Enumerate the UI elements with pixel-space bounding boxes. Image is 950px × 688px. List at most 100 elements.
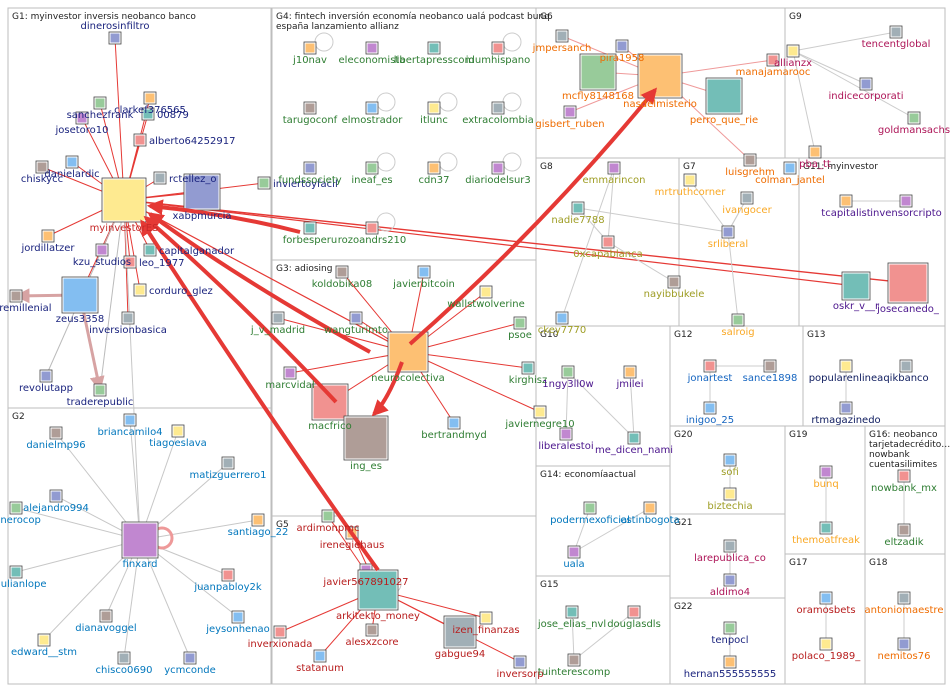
node-gabgue94[interactable] (443, 615, 477, 649)
node-matizguerrero1[interactable] (221, 456, 235, 470)
node-manajamarooc[interactable] (766, 53, 780, 67)
node-revolutapp[interactable] (39, 369, 53, 383)
node-pira1958[interactable] (615, 39, 629, 53)
node-javierbitcoin[interactable] (417, 265, 431, 279)
node-forbesperu[interactable] (303, 221, 317, 235)
node-ycmconde[interactable] (183, 651, 197, 665)
node-sofi[interactable] (723, 453, 737, 467)
node-pobremillenial[interactable] (9, 289, 23, 303)
node-alesxzcore[interactable] (365, 623, 379, 637)
node-xabpmurcia[interactable] (183, 173, 221, 211)
node-psoe[interactable] (513, 316, 527, 330)
node-fundssociety[interactable] (303, 161, 317, 175)
node-00879[interactable] (141, 107, 155, 121)
node-j_v_madrid[interactable] (271, 311, 285, 325)
node-nowbank_mx[interactable] (897, 469, 911, 483)
node-arkitekto_money[interactable] (357, 569, 399, 611)
node-podermexoficial[interactable] (583, 501, 597, 515)
node-aldimo4[interactable] (723, 573, 737, 587)
node-itlunc[interactable] (427, 101, 441, 115)
node-juanpabloy2k[interactable] (221, 568, 235, 582)
node-srliberal[interactable] (721, 225, 735, 239)
node-antoniomaestre[interactable] (897, 591, 911, 605)
node-sanchezfrank[interactable] (93, 96, 107, 110)
node-diariodelsur3[interactable] (491, 161, 505, 175)
node-goldmansachs[interactable] (907, 111, 921, 125)
node-santiago_22[interactable] (251, 513, 265, 527)
node-izen_finanzas[interactable] (479, 611, 493, 625)
node-wangturimto[interactable] (349, 311, 363, 325)
node-kzu_studios[interactable] (95, 243, 109, 257)
node-uala[interactable] (567, 545, 581, 559)
node-eltzadik[interactable] (897, 523, 911, 537)
node-dinerocop[interactable] (9, 501, 23, 515)
node-liberalestoi[interactable] (559, 427, 573, 441)
node-j10nav[interactable] (303, 41, 317, 55)
node-salroig[interactable] (731, 313, 745, 327)
node-javiernegre10[interactable] (533, 405, 547, 419)
node-biztechia[interactable] (723, 487, 737, 501)
node-kirghisz[interactable] (521, 361, 535, 375)
node-ing_es[interactable] (343, 415, 389, 461)
node-edward__stm[interactable] (37, 633, 51, 647)
node-mrtruthcorner[interactable] (683, 173, 697, 187)
node-popularenlinea[interactable] (839, 359, 853, 373)
node-briancamilo4[interactable] (123, 413, 137, 427)
node-extracolombia[interactable] (491, 101, 505, 115)
node-larepublica_co[interactable] (723, 539, 737, 553)
node-nemitos76[interactable] (897, 637, 911, 651)
node-jmilei[interactable] (623, 365, 637, 379)
node-tcapitalist[interactable] (839, 194, 853, 208)
node-chiskycc[interactable] (35, 160, 49, 174)
node-ardimonpmc[interactable] (321, 509, 335, 523)
node-dianavoggel[interactable] (99, 609, 113, 623)
node-oramosbets[interactable] (819, 591, 833, 605)
node-colman_jantel[interactable] (783, 161, 797, 175)
node-cdn37[interactable] (427, 161, 441, 175)
node-josecanedo_[interactable] (887, 262, 929, 304)
node-alberto64252917[interactable] (133, 133, 147, 147)
node-clarkef376565[interactable] (143, 91, 157, 105)
node-zeus3358[interactable] (61, 276, 99, 314)
node-nadie7788[interactable] (571, 201, 585, 215)
node-libertapresscom[interactable] (427, 41, 441, 55)
node-ineaf_es[interactable] (365, 161, 379, 175)
node-perro_que_rie[interactable] (705, 77, 743, 115)
node-estinbogota[interactable] (643, 501, 657, 515)
node-ivangocer[interactable] (740, 191, 754, 205)
node-jordillatzer[interactable] (41, 229, 55, 243)
node-anjulianlope[interactable] (9, 565, 23, 579)
node-myinvestorES[interactable] (101, 177, 147, 223)
node-leo_1977[interactable] (123, 255, 137, 269)
node-themoatfreak[interactable] (819, 521, 833, 535)
node-rozoandrs210[interactable] (365, 221, 379, 235)
node-rctellez_o[interactable] (153, 171, 167, 185)
node-oskr_v__r[interactable] (841, 271, 871, 301)
node-wallstwolverine[interactable] (479, 285, 493, 299)
node-corduro_glez[interactable] (133, 283, 147, 297)
node-luisgrehm[interactable] (743, 153, 757, 167)
node-hernan555555555[interactable] (723, 655, 737, 669)
node-inversorp[interactable] (513, 655, 527, 669)
node-1ngy3ll0w[interactable] (561, 365, 575, 379)
node-danielmp96[interactable] (49, 426, 63, 440)
node-tuinterescomp[interactable] (567, 653, 581, 667)
node-inverxionada[interactable] (273, 625, 287, 639)
node-gisbert_ruben[interactable] (563, 105, 577, 119)
node-sance1898[interactable] (763, 359, 777, 373)
node-danielardic[interactable] (65, 155, 79, 169)
node-koldobika08[interactable] (335, 265, 349, 279)
node-neurocolectiva[interactable] (387, 331, 429, 373)
node-tencentglobal[interactable] (889, 25, 903, 39)
node-me_dicen_nami[interactable] (627, 431, 641, 445)
node-pba_tt[interactable] (808, 145, 822, 159)
node-inversionbasica[interactable] (121, 311, 135, 325)
node-allianzx[interactable] (786, 44, 800, 58)
node-tarugoconf[interactable] (303, 101, 317, 115)
node-marcvidal[interactable] (283, 366, 297, 380)
node-nasdelmisterio[interactable] (637, 53, 683, 99)
node-statanum[interactable] (313, 649, 327, 663)
node-jonartest[interactable] (703, 359, 717, 373)
node-jmpersanch[interactable] (555, 29, 569, 43)
node-finxard[interactable] (121, 521, 159, 559)
